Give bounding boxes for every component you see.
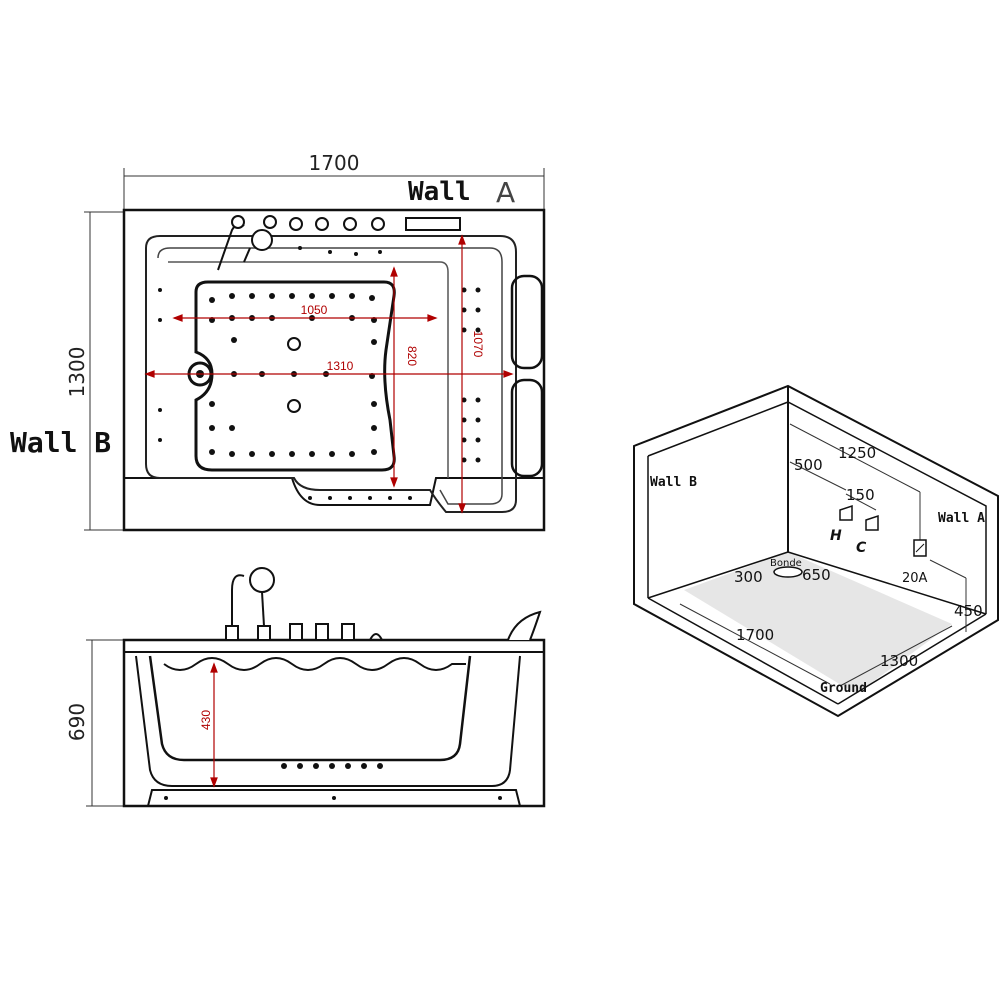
side-faucets: [225, 567, 542, 641]
floor-front-edge: [647, 597, 839, 705]
side-view: 690: [65, 567, 546, 808]
side-knob-1-icon: [289, 623, 303, 641]
dim-1310-label: 1310: [327, 359, 354, 373]
dim-1050-label: 1050: [301, 303, 328, 317]
side-spout-base-icon: [225, 625, 239, 641]
dim-1250-label: 1250: [838, 444, 876, 462]
ground-label: Ground: [820, 681, 867, 696]
tub-apron-line: [124, 477, 544, 506]
control-knob-3-icon: [315, 217, 329, 231]
cold-tap-icon: [865, 514, 879, 531]
side-jets: [281, 763, 383, 769]
side-shower-base-icon: [257, 625, 271, 641]
dim-1700-label: 1700: [736, 626, 774, 644]
hand-shower-icon: [251, 229, 273, 251]
floor-jet-large-lower: [287, 399, 301, 413]
floor-jet-large-upper: [287, 337, 301, 351]
side-headrest-icon: [507, 610, 542, 641]
floor-drain-icon: [773, 566, 803, 578]
dim-1070-label: 1070: [471, 331, 485, 358]
dim-1300-label: 1300: [880, 652, 918, 670]
deck-controls: [217, 215, 461, 271]
water-depth-dimension: [210, 662, 218, 788]
depth-dimension-label: 1300: [65, 347, 89, 398]
deck-small-dots: [298, 246, 382, 256]
wall-b-label: Wall B: [10, 426, 111, 459]
wall-a-letter: A: [496, 176, 515, 209]
hot-tap-icon: [839, 504, 853, 521]
basin-outer: [145, 235, 517, 513]
room-wall-a-label: Wall A: [938, 511, 985, 526]
side-knob-4-icon: [369, 633, 383, 641]
faucet-spout-icon: [217, 222, 245, 271]
base-dots: [164, 796, 502, 800]
control-knob-2-icon: [289, 217, 303, 231]
depth-dimension: [84, 211, 124, 531]
room-installation-view: Wall B Wall A 1250 500 150 H C 20A Bonde…: [633, 384, 999, 718]
width-dimension-label: 1700: [309, 151, 360, 175]
width-dimension: [123, 168, 545, 210]
hot-label: H: [830, 528, 842, 544]
height-dimension-label: 690: [65, 703, 89, 741]
top-view: 1700 1300 Wall A Wall B: [10, 151, 546, 532]
room-dimension-lines: [679, 423, 967, 687]
water-depth-label: 430: [199, 710, 213, 730]
dim-450-label: 450: [954, 602, 983, 620]
tub-outer-rim: [122, 208, 546, 532]
basin-ledge: [168, 261, 449, 478]
wall-a-label: Wall: [408, 177, 471, 207]
floor-area: [684, 552, 952, 694]
interior-dimensions: [144, 234, 514, 514]
dim-150-label: 150: [846, 486, 875, 504]
side-shower-head-icon: [249, 567, 275, 593]
dim-300-label: 300: [734, 568, 763, 586]
socket-label: 20A: [902, 571, 928, 586]
control-knob-5-icon: [371, 217, 385, 231]
side-glass-basin: [148, 655, 472, 762]
side-base: [147, 789, 521, 807]
dim-500-label: 500: [794, 456, 823, 474]
control-panel-icon: [405, 217, 461, 231]
side-jets-right: [461, 287, 481, 463]
side-knob-2-icon: [315, 623, 329, 641]
control-knob-4-icon: [343, 217, 357, 231]
headrest-lower: [510, 378, 544, 478]
floor-right-edge: [837, 613, 987, 705]
ledge-jets: [308, 496, 412, 500]
cold-label: C: [856, 540, 867, 556]
height-dimension: [86, 639, 124, 807]
side-knob-3-icon: [341, 623, 355, 641]
bonde-label: Bonde: [770, 558, 802, 569]
dim-650-label: 650: [802, 566, 831, 584]
taps: [839, 504, 879, 531]
control-knob-1-icon: [263, 215, 277, 229]
floor-back-left-edge: [647, 551, 789, 599]
socket-mark-icon: [915, 543, 925, 553]
side-outer-body: [122, 638, 546, 808]
faucet-base-icon: [231, 215, 245, 229]
room-wall-b-label: Wall B: [650, 475, 697, 490]
water-wave: [163, 657, 466, 671]
basin-inner-ridge: [157, 247, 503, 505]
headrest-upper: [510, 274, 544, 370]
floor-back-right-edge: [787, 551, 987, 615]
room-inner-edge: [647, 401, 987, 614]
side-basin-outer: [135, 655, 521, 787]
side-spout-icon: [231, 574, 245, 630]
dim-820-label: 820: [405, 346, 419, 366]
side-jets-left: [158, 288, 162, 442]
